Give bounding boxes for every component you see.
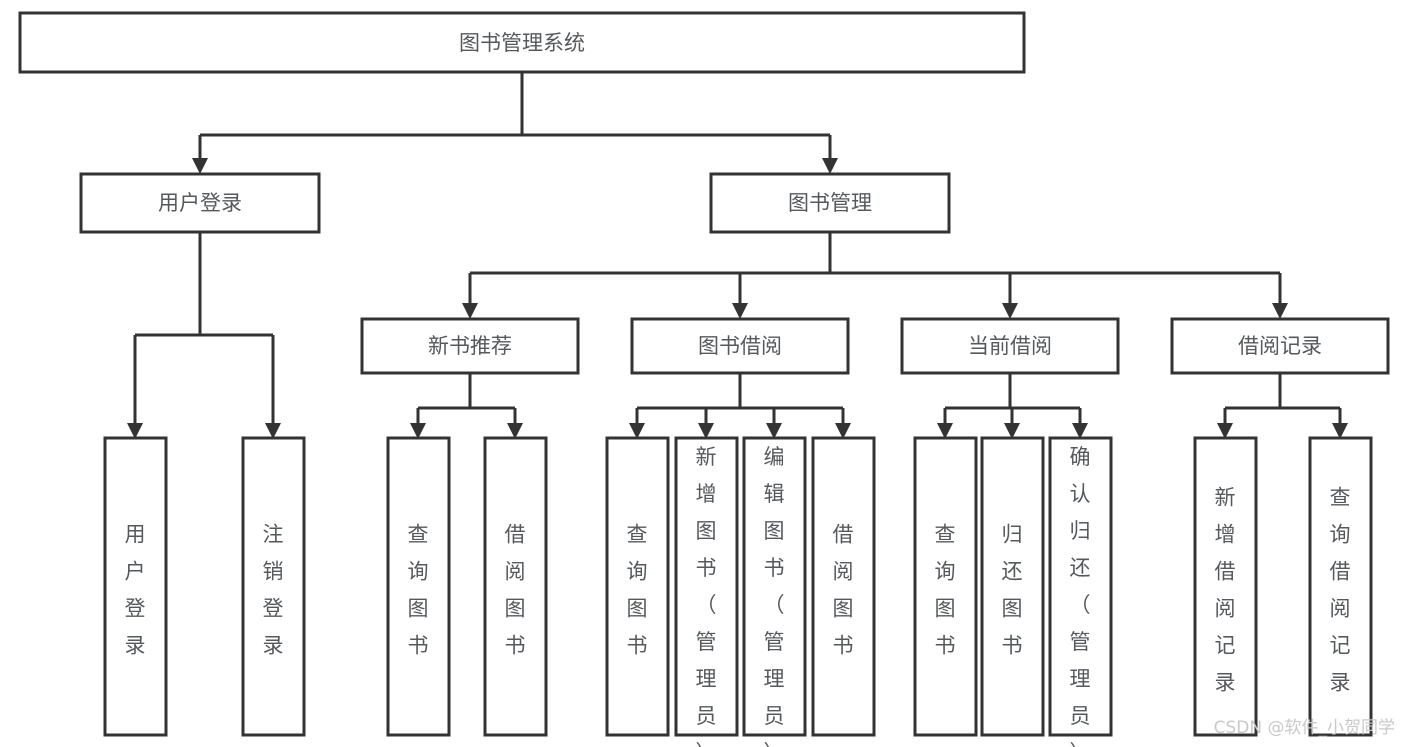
leaf-borrow-book-2-label: 借阅图书 bbox=[833, 522, 854, 657]
leaf-node-add-borrow-record[interactable]: 新增借阅记录 bbox=[1193, 436, 1258, 737]
leaf-node-borrow-book-1[interactable]: 借阅图书 bbox=[483, 436, 548, 737]
arrowhead-book-management bbox=[822, 158, 838, 174]
leaf-node-borrow-book-2[interactable]: 借阅图书 bbox=[811, 436, 876, 737]
arrowhead-new-book-recommend bbox=[462, 303, 478, 319]
new-book-recommend-box[interactable] bbox=[360, 317, 580, 375]
node-current-borrow[interactable]: 当前借阅 bbox=[900, 317, 1120, 375]
arrowhead-leaf-query-book-1 bbox=[410, 423, 426, 439]
leaf-query-book-2-box[interactable] bbox=[605, 436, 670, 737]
leaf-return-book-box[interactable] bbox=[980, 436, 1045, 737]
leaf-node-query-book-1[interactable]: 查询图书 bbox=[386, 436, 451, 737]
arrowhead-leaf-query-book-3 bbox=[937, 423, 953, 439]
book-management-box[interactable] bbox=[709, 172, 951, 234]
arrowhead-leaf-add-book bbox=[698, 423, 714, 439]
arrowhead-leaf-add-borrow-record bbox=[1217, 423, 1233, 439]
arrowhead-leaf-borrow-book-1 bbox=[507, 423, 523, 439]
user-login-label: 用户登录 bbox=[158, 191, 242, 215]
book-management-label: 图书管理 bbox=[788, 191, 872, 215]
leaf-node-confirm-return[interactable]: 确认归还（管理员） bbox=[1048, 436, 1113, 747]
leaf-query-book-1-label: 查询图书 bbox=[408, 522, 429, 657]
arrowhead-user-login bbox=[192, 158, 208, 174]
user-login-box[interactable] bbox=[79, 172, 321, 234]
arrowhead-leaf-borrow-book-2 bbox=[835, 423, 851, 439]
arrowhead-leaf-confirm-return bbox=[1072, 423, 1088, 439]
leaf-node-user-login[interactable]: 用户登录 bbox=[103, 436, 168, 737]
current-borrow-box[interactable] bbox=[900, 317, 1120, 375]
leaf-query-book-2-label: 查询图书 bbox=[627, 522, 648, 657]
arrowhead-borrow-record bbox=[1272, 303, 1288, 319]
arrowhead-leaf-user-login bbox=[127, 423, 143, 439]
current-borrow-label: 当前借阅 bbox=[968, 334, 1052, 358]
connector-root-to-level2 bbox=[198, 72, 832, 160]
leaf-node-logout-login[interactable]: 注销登录 bbox=[241, 436, 306, 737]
leaf-confirm-return-box[interactable] bbox=[1048, 436, 1113, 737]
leaf-query-book-3-label: 查询图书 bbox=[935, 522, 956, 657]
arrowhead-current-borrow bbox=[1002, 303, 1018, 319]
connector-currentborrow-to-leaves bbox=[943, 373, 1082, 425]
arrowhead-leaf-query-borrow-record bbox=[1332, 423, 1348, 439]
connector-bookmgmt-to-level3 bbox=[468, 233, 1282, 305]
connector-borrowrecord-to-leaves bbox=[1223, 373, 1342, 425]
borrow-record-box[interactable] bbox=[1170, 317, 1390, 375]
node-book-borrow[interactable]: 图书借阅 bbox=[630, 317, 850, 375]
arrowhead-book-borrow bbox=[732, 303, 748, 319]
leaf-node-edit-book[interactable]: 编辑图书（管理员） bbox=[742, 436, 807, 747]
leaf-add-borrow-record-box[interactable] bbox=[1193, 436, 1258, 737]
node-new-book-recommend[interactable]: 新书推荐 bbox=[360, 317, 580, 375]
leaf-add-borrow-record-label: 新增借阅记录 bbox=[1215, 485, 1236, 694]
leaf-borrow-book-1-label: 借阅图书 bbox=[505, 522, 526, 657]
leaf-node-return-book[interactable]: 归还图书 bbox=[980, 436, 1045, 737]
new-book-recommend-label: 新书推荐 bbox=[428, 334, 512, 358]
root-label: 图书管理系统 bbox=[459, 31, 585, 55]
arrowhead-leaf-logout-login bbox=[265, 423, 281, 439]
leaf-query-borrow-record-label: 查询借阅记录 bbox=[1330, 485, 1351, 694]
leaf-confirm-return-label: 确认归还（管理员） bbox=[1070, 445, 1091, 747]
leaf-query-borrow-record-box[interactable] bbox=[1308, 436, 1373, 737]
node-user-login[interactable]: 用户登录 bbox=[79, 172, 321, 234]
node-book-management[interactable]: 图书管理 bbox=[709, 172, 951, 234]
leaf-node-add-book[interactable]: 新增图书（管理员） bbox=[674, 436, 739, 747]
leaf-add-book-box[interactable] bbox=[674, 436, 739, 737]
leaf-edit-book-label: 编辑图书（管理员） bbox=[764, 445, 785, 747]
connectors-group bbox=[127, 72, 1348, 439]
root-box[interactable] bbox=[18, 11, 1026, 74]
leaf-borrow-book-1-box[interactable] bbox=[483, 436, 548, 737]
leaf-edit-book-box[interactable] bbox=[742, 436, 807, 737]
arrowhead-leaf-query-book-2 bbox=[629, 423, 645, 439]
leaf-query-book-1-box[interactable] bbox=[386, 436, 451, 737]
leaf-return-book-label: 归还图书 bbox=[1002, 522, 1023, 657]
connector-newbook-to-leaves bbox=[416, 373, 517, 425]
leaf-node-query-borrow-record[interactable]: 查询借阅记录 bbox=[1308, 436, 1373, 737]
arrowhead-leaf-return-book bbox=[1004, 423, 1020, 439]
leaf-user-login-box[interactable] bbox=[103, 436, 168, 737]
node-borrow-record[interactable]: 借阅记录 bbox=[1170, 317, 1390, 375]
leaf-user-login-label: 用户登录 bbox=[125, 522, 146, 657]
leaf-node-query-book-2[interactable]: 查询图书 bbox=[605, 436, 670, 737]
leaf-query-book-3-box[interactable] bbox=[913, 436, 978, 737]
book-borrow-box[interactable] bbox=[630, 317, 850, 375]
leaf-logout-login-label: 注销登录 bbox=[263, 522, 284, 657]
book-borrow-label: 图书借阅 bbox=[698, 334, 782, 358]
node-root[interactable]: 图书管理系统 bbox=[18, 11, 1026, 74]
arrowhead-leaf-edit-book bbox=[766, 423, 782, 439]
leaf-add-book-label: 新增图书（管理员） bbox=[696, 445, 717, 747]
leaf-node-query-book-3[interactable]: 查询图书 bbox=[913, 436, 978, 737]
borrow-record-label: 借阅记录 bbox=[1238, 334, 1322, 358]
connector-bookborrow-to-leaves bbox=[635, 373, 845, 425]
connector-userlogin-to-leaves bbox=[133, 233, 275, 425]
csdn-watermark: CSDN @软件_小贺同学 bbox=[1214, 718, 1395, 738]
leaf-logout-login-box[interactable] bbox=[241, 436, 306, 737]
leaf-borrow-book-2-box[interactable] bbox=[811, 436, 876, 737]
